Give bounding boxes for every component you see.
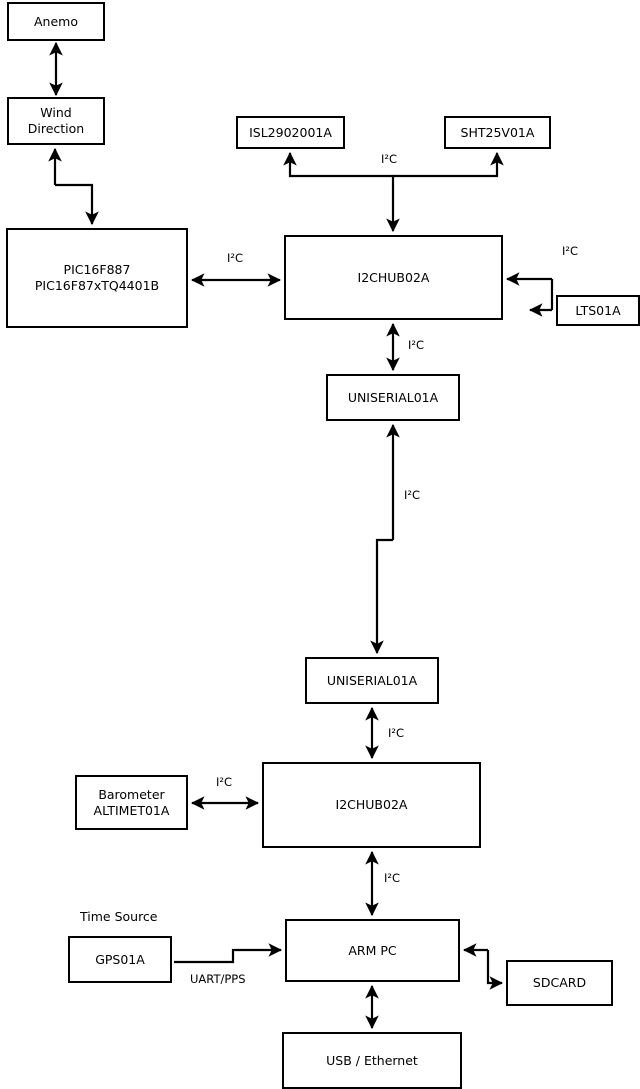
node-pic-microcontroller-label: PIC16F887 PIC16F87xTQ4401B [34,262,160,293]
edge-label-i2c-pic-hub: I²C [227,251,244,265]
node-usb-ethernet[interactable]: USB / Ethernet [282,1032,462,1089]
node-i2chub02a-bottom[interactable]: I2CHUB02A [262,762,481,848]
edge-label-i2c-hub-armpc: I²C [384,871,401,885]
node-arm-pc[interactable]: ARM PC [285,919,460,982]
label-time-source: Time Source [80,909,158,924]
node-isl2902001a-label: ISL2902001A [249,124,332,140]
connector-uniserial-link-down [370,538,393,655]
node-barometer-altimet01a-label: Barometer ALTIMET01A [93,786,170,818]
edge-label-uart-pps: UART/PPS [190,972,246,986]
node-lts01a[interactable]: LTS01A [556,295,640,326]
connector-wind-pic-2 [55,183,99,226]
edge-label-i2c-uniserial-link: I²C [404,488,421,502]
node-i2chub02a-bottom-label: I2CHUB02A [335,797,408,813]
node-lts01a-label: LTS01A [575,302,621,318]
node-sdcard[interactable]: SDCARD [506,960,613,1006]
node-sht25v01a-label: SHT25V01A [460,124,535,140]
connector-hub-sht [393,151,504,178]
node-barometer-altimet01a[interactable]: Barometer ALTIMET01A [75,775,188,830]
node-i2chub02a-top-label: I2CHUB02A [357,269,430,285]
node-wind-direction[interactable]: Wind Direction [7,97,105,145]
node-isl2902001a[interactable]: ISL2902001A [236,116,345,149]
connector-hub-sensorbus [283,151,400,233]
node-gps01a[interactable]: GPS01A [68,936,172,983]
node-usb-ethernet-label: USB / Ethernet [326,1052,418,1068]
node-i2chub02a-top[interactable]: I2CHUB02A [284,235,503,320]
edge-label-i2c-baro-hub: I²C [216,775,233,789]
node-sht25v01a[interactable]: SHT25V01A [444,116,551,149]
edge-label-i2c-uniserial-hub: I²C [388,726,405,740]
edge-label-i2c-top-sensors: I²C [381,152,398,166]
connector-gps-armpc [174,943,283,964]
node-sdcard-label: SDCARD [532,975,587,991]
connector-armpc-sdcard-2 [486,950,504,990]
node-anemo-label: Anemo [34,13,78,29]
edge-label-i2c-hub-lts: I²C [562,244,579,258]
node-uniserial01a-lower-label: UNISERIAL01A [326,672,418,688]
node-pic-microcontroller[interactable]: PIC16F887 PIC16F87xTQ4401B [6,228,188,328]
node-gps01a-label: GPS01A [95,951,145,967]
node-wind-direction-label: Wind Direction [27,105,85,136]
node-arm-pc-label: ARM PC [348,942,397,958]
node-anemo[interactable]: Anemo [7,2,105,41]
edge-label-i2c-hub-uniserial: I²C [408,338,425,352]
node-uniserial01a-lower[interactable]: UNISERIAL01A [305,657,439,704]
node-uniserial01a-upper-label: UNISERIAL01A [347,389,439,405]
node-uniserial01a-upper[interactable]: UNISERIAL01A [326,374,460,421]
